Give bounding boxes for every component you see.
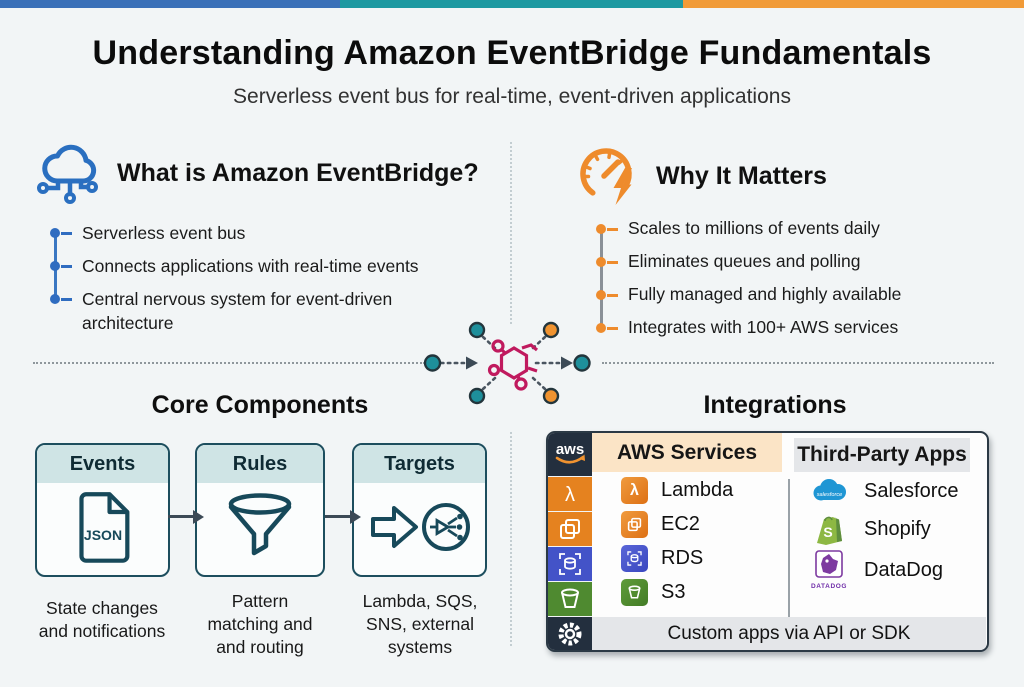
integrations-footer: Custom apps via API or SDK bbox=[592, 617, 986, 650]
service-row-lambda: λ Lambda bbox=[621, 477, 733, 504]
teal-node bbox=[423, 354, 442, 372]
accent-bar-blue bbox=[0, 0, 340, 8]
why-bullet: Integrates with 100+ AWS services bbox=[594, 316, 1004, 339]
rds-icon bbox=[548, 547, 592, 582]
accent-bar-orange bbox=[683, 0, 1024, 8]
events-card: Events JSON bbox=[35, 443, 170, 577]
salesforce-cloud-icon: salesforce bbox=[806, 476, 852, 506]
service-label: RDS bbox=[661, 547, 704, 569]
aws-service-strip: aws λ bbox=[548, 433, 592, 650]
ec2-icon bbox=[548, 512, 592, 547]
teal-node bbox=[573, 354, 591, 372]
what-section-title: What is Amazon EventBridge? bbox=[117, 159, 479, 187]
why-bullet: Scales to millions of events daily bbox=[594, 217, 1004, 240]
svg-text:λ: λ bbox=[565, 484, 575, 506]
arrow-target-icon bbox=[368, 496, 472, 563]
ec2-icon bbox=[621, 511, 648, 538]
rules-card: Rules bbox=[195, 443, 325, 577]
what-bullet-list: Serverless event bus Connects applicatio… bbox=[48, 221, 478, 344]
gear-icon bbox=[548, 617, 592, 650]
service-row-rds: RDS bbox=[621, 545, 703, 572]
what-section-header: What is Amazon EventBridge? bbox=[33, 138, 479, 209]
integrations-card: aws λ bbox=[546, 431, 989, 652]
events-caption: State changes and notifications bbox=[38, 598, 166, 641]
horizontal-divider-right bbox=[602, 362, 994, 364]
targets-card-header: Targets bbox=[354, 445, 485, 483]
orange-node bbox=[542, 387, 560, 405]
shopify-bag-icon: S bbox=[806, 513, 852, 546]
arrow-events-to-rules bbox=[168, 509, 204, 524]
arrow-rules-to-targets bbox=[325, 509, 361, 524]
svg-text:S: S bbox=[823, 524, 832, 540]
lambda-icon: λ bbox=[548, 477, 592, 512]
targets-caption: Lambda, SQS, SNS, external systems bbox=[362, 591, 478, 657]
why-section-header: Why It Matters bbox=[576, 142, 827, 211]
what-bullet: Connects applications with real-time eve… bbox=[48, 254, 478, 278]
why-bullet: Fully managed and highly available bbox=[594, 283, 1004, 306]
funnel-icon bbox=[220, 491, 300, 568]
vertical-divider-bottom bbox=[510, 432, 512, 646]
vertical-divider-top bbox=[510, 142, 512, 324]
rules-caption: Pattern matching and and routing bbox=[207, 591, 313, 657]
column-divider bbox=[788, 479, 790, 619]
datadog-icon: DATADOG bbox=[806, 550, 852, 590]
what-bullet: Serverless event bus bbox=[48, 221, 478, 245]
events-card-header: Events bbox=[37, 445, 168, 483]
service-row-ec2: EC2 bbox=[621, 511, 700, 538]
lambda-icon: λ bbox=[621, 477, 648, 504]
service-label: S3 bbox=[661, 581, 686, 603]
json-document-icon: JSON bbox=[74, 490, 132, 569]
eventbridge-network-motif bbox=[423, 317, 604, 409]
thirdparty-row-datadog: DATADOG DataDog bbox=[806, 550, 943, 590]
teal-node bbox=[468, 387, 486, 405]
aws-services-header: AWS Services bbox=[592, 433, 782, 472]
s3-icon bbox=[621, 579, 648, 606]
integrations-title: Integrations bbox=[703, 391, 847, 419]
rds-icon bbox=[621, 545, 648, 572]
svg-text:JSON: JSON bbox=[83, 527, 121, 543]
top-accent-bar bbox=[0, 0, 1024, 8]
flow-arrow-left bbox=[466, 356, 478, 370]
cloud-network-icon bbox=[33, 138, 103, 209]
svg-text:DATADOG: DATADOG bbox=[811, 583, 847, 590]
thirdparty-label: DataDog bbox=[864, 558, 943, 581]
thirdparty-row-shopify: S Shopify bbox=[806, 513, 931, 546]
bullet-connector-line bbox=[600, 228, 603, 328]
aws-logo: aws bbox=[548, 433, 592, 477]
targets-card: Targets bbox=[352, 443, 487, 577]
third-party-header: Third-Party Apps bbox=[794, 438, 970, 472]
page-title: Understanding Amazon EventBridge Fundame… bbox=[92, 34, 932, 72]
accent-bar-teal bbox=[340, 0, 683, 8]
svg-text:salesforce: salesforce bbox=[817, 492, 843, 498]
why-section-title: Why It Matters bbox=[656, 162, 827, 190]
thirdparty-label: Salesforce bbox=[864, 479, 959, 502]
orange-node bbox=[542, 321, 560, 339]
flow-arrow-right bbox=[561, 356, 573, 370]
page-subtitle: Serverless event bus for real-time, even… bbox=[233, 85, 791, 108]
service-row-s3: S3 bbox=[621, 579, 685, 606]
service-label: EC2 bbox=[661, 513, 700, 535]
core-components-title: Core Components bbox=[151, 391, 369, 419]
why-bullet: Eliminates queues and polling bbox=[594, 250, 1004, 273]
s3-icon bbox=[548, 582, 592, 617]
rules-card-header: Rules bbox=[197, 445, 323, 483]
horizontal-divider-left bbox=[33, 362, 425, 364]
what-bullet: Central nervous system for event-driven … bbox=[48, 287, 478, 335]
thirdparty-row-salesforce: salesforce Salesforce bbox=[806, 476, 959, 506]
why-bullet-list: Scales to millions of events daily Elimi… bbox=[594, 217, 1004, 349]
service-label: Lambda bbox=[661, 479, 734, 501]
thirdparty-label: Shopify bbox=[864, 518, 931, 540]
gauge-bolt-icon bbox=[576, 142, 642, 211]
teal-node bbox=[468, 321, 486, 339]
svg-text:aws: aws bbox=[556, 441, 584, 458]
eventbridge-hexagon-icon bbox=[487, 339, 539, 391]
